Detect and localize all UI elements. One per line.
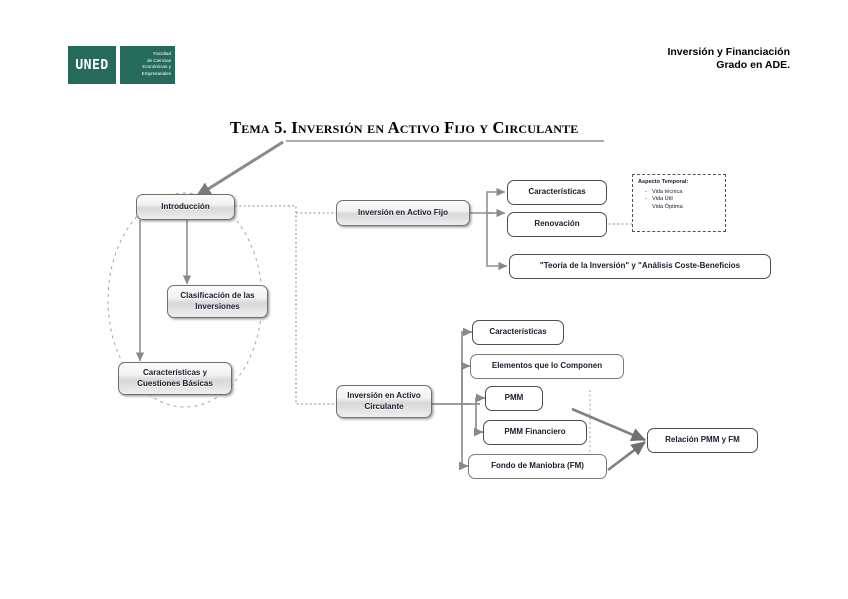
node-introduccion[interactable]: Introducción: [136, 194, 235, 220]
node-caracteristicas-cuestiones-basicas[interactable]: Características y Cuestiones Básicas: [118, 362, 232, 395]
node-circ-pmm-financiero-label: PMM Financiero: [504, 427, 566, 437]
header-course-info: Inversión y Financiación Grado en ADE.: [667, 46, 790, 72]
note-item-vida-tecnica: Vida técnica: [645, 189, 720, 197]
node-circ-elementos-label: Elementos que lo Componen: [491, 361, 603, 371]
node-circ-elementos-componen[interactable]: Elementos que lo Componen: [470, 354, 624, 379]
node-activo-fijo-label: Inversión en Activo Fijo: [358, 207, 448, 217]
faculty-line-1: Facultad: [153, 51, 171, 56]
faculty-line-4: Empresariales: [141, 70, 171, 76]
faculty-logo-block: Facultad de Ciencias Económicas y Empres…: [120, 46, 175, 84]
note-item-vida-util: Vida Útil: [645, 196, 720, 204]
course-degree: Grado en ADE.: [716, 59, 790, 71]
node-fijo-renovacion-label: Renovación: [534, 219, 580, 229]
node-circ-caracteristicas[interactable]: Características: [472, 320, 564, 345]
note-aspecto-temporal-list: Vida técnica Vida Útil Vida Óptima: [638, 189, 720, 211]
note-aspecto-temporal: Aspecto Temporal: Vida técnica Vida Útil…: [632, 174, 726, 232]
node-inversion-activo-fijo[interactable]: Inversión en Activo Fijo: [336, 200, 470, 226]
node-relacion-label: Relación PMM y FM: [665, 435, 740, 445]
node-fijo-caracteristicas[interactable]: Características: [507, 180, 607, 205]
page-title: Tema 5. Inversión en Activo Fijo y Circu…: [230, 118, 579, 137]
node-circ-pmm-financiero[interactable]: PMM Financiero: [483, 420, 587, 445]
node-circ-pmm-label: PMM: [504, 393, 524, 403]
note-aspecto-temporal-title: Aspecto Temporal:: [638, 179, 689, 185]
node-circ-pmm[interactable]: PMM: [485, 386, 543, 411]
node-inversion-activo-circulante[interactable]: Inversión en Activo Circulante: [336, 385, 432, 418]
node-fijo-teoria-inversion[interactable]: "Teoría de la Inversión" y "Análisis Cos…: [509, 254, 771, 279]
node-clasificacion-inversiones[interactable]: Clasificación de las Inversiones: [167, 285, 268, 318]
node-fijo-caracteristicas-label: Características: [528, 187, 586, 197]
uned-logo-text: UNED: [75, 57, 109, 73]
node-caracteristicas-basicas-label: Características y Cuestiones Básicas: [137, 368, 213, 388]
node-circ-fondo-maniobra[interactable]: Fondo de Maniobra (FM): [468, 454, 607, 479]
faculty-line-3: Económicas y: [142, 64, 171, 70]
node-fijo-teoria-label: "Teoría de la Inversión" y "Análisis Cos…: [539, 261, 741, 271]
node-relacion-pmm-fm[interactable]: Relación PMM y FM: [647, 428, 758, 453]
course-title: Inversión y Financiación: [667, 46, 790, 58]
note-item-vida-optima: Vida Óptima: [652, 203, 683, 210]
uned-logo: UNED Facultad de Ciencias Económicas y E…: [68, 46, 175, 84]
node-circ-fondo-maniobra-label: Fondo de Maniobra (FM): [491, 461, 584, 471]
node-introduccion-label: Introducción: [161, 201, 210, 211]
node-activo-circulante-label: Inversión en Activo Circulante: [347, 391, 421, 411]
faculty-line-2: de Ciencias: [146, 57, 171, 63]
node-clasificacion-label: Clasificación de las Inversiones: [180, 291, 255, 311]
node-circ-caracteristicas-label: Características: [489, 327, 547, 337]
node-fijo-renovacion[interactable]: Renovación: [507, 212, 607, 237]
uned-logo-mark: UNED: [68, 46, 116, 84]
